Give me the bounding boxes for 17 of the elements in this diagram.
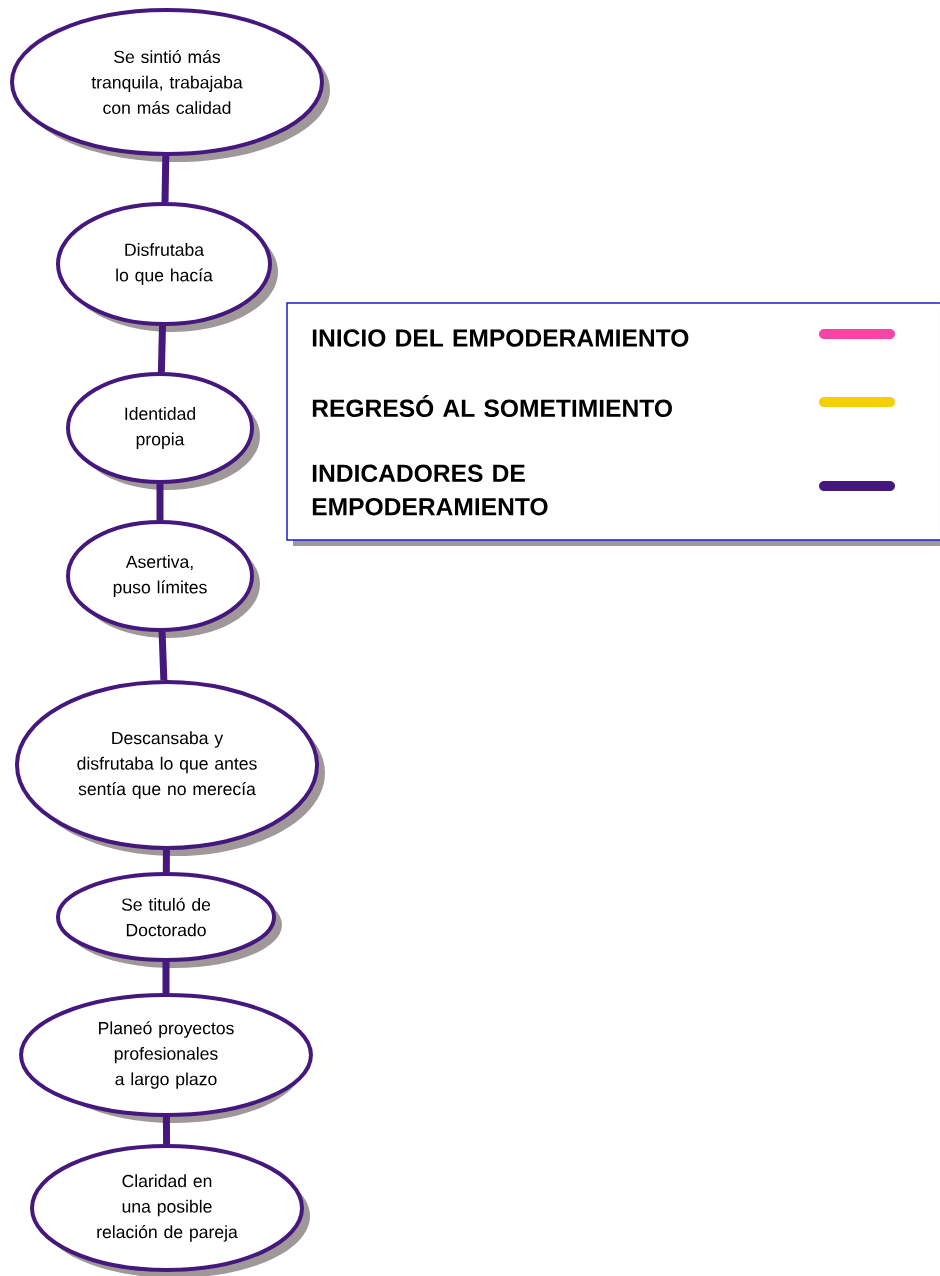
connector-line bbox=[162, 850, 170, 873]
ellipse-node: Se tituló de Doctorado bbox=[56, 872, 282, 968]
legend-label: INDICADORES DE EMPODERAMIENTO bbox=[312, 464, 548, 516]
ellipse-node: Identidad propia bbox=[66, 372, 260, 490]
connector-line bbox=[158, 631, 168, 681]
ellipse-node: Descansaba y disfrutaba lo que antes sentía que no merecía bbox=[15, 680, 325, 856]
ellipse-node: Se sintió más tranquila, trabajaba con más calidad bbox=[10, 8, 330, 162]
connector-line bbox=[157, 325, 166, 373]
ellipse-node: Claridad en una posible relación de pareja bbox=[30, 1144, 310, 1276]
connector-line bbox=[161, 155, 170, 203]
legend-label: REGRESÓ AL SOMETIMIENTO bbox=[312, 395, 672, 418]
ellipse-node: Asertiva, puso límites bbox=[66, 520, 260, 638]
legend-label: INICIO DEL EMPODERAMIENTO bbox=[312, 329, 689, 347]
ellipse-node: Planeó proyectos profesionales a largo plazo bbox=[19, 993, 313, 1123]
ellipse-node: Disfrutaba lo que hacía bbox=[56, 202, 278, 332]
node-label: Claridad en una posible relación de pareja bbox=[97, 1174, 238, 1242]
connector-line bbox=[162, 1117, 171, 1145]
